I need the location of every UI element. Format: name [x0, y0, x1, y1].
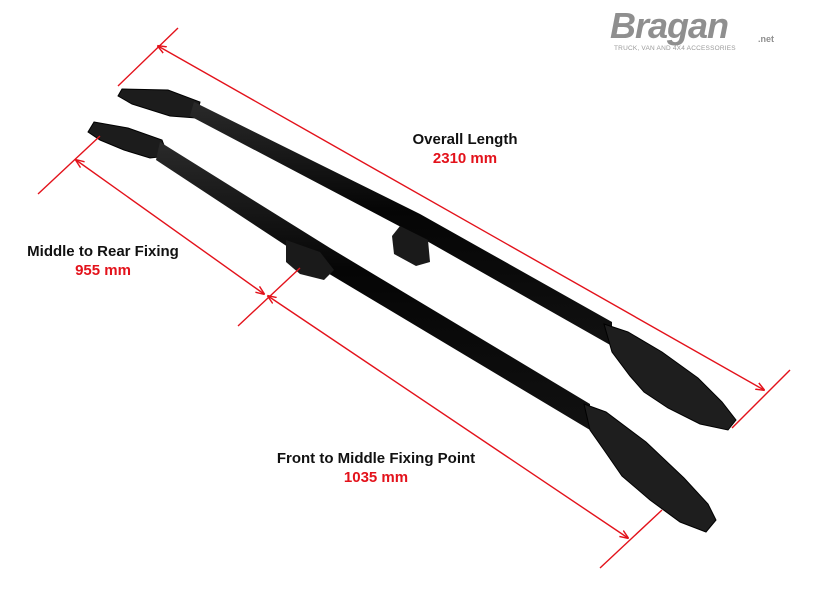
overall-extension-line-front [731, 369, 791, 429]
front-to-middle-label: Front to Middle Fixing Point 1035 mm [258, 450, 494, 488]
front-to-middle-dimension [268, 296, 663, 569]
upper-rail-front-cap [603, 323, 737, 431]
front-to-middle-value: 1035 mm [343, 468, 409, 486]
brand-suffix: .net [758, 34, 775, 44]
lower-rail-rear-cap [87, 121, 169, 159]
bragan-logo: Bragan .net TRUCK, VAN AND 4X4 ACCESSORI… [606, 8, 776, 56]
overall-length-dimension [117, 27, 791, 429]
upper-rail-rear-cap [117, 88, 201, 119]
overall-length-label: Overall Length 2310 mm [398, 131, 532, 169]
middle-to-rear-title: Middle to Rear Fixing [27, 243, 179, 260]
overall-length-title: Overall Length [412, 131, 518, 148]
front-to-middle-dimension-line [268, 296, 628, 538]
middle-to-rear-value: 955 mm [75, 261, 131, 279]
brand-tagline: TRUCK, VAN AND 4X4 ACCESSORIES [614, 45, 736, 52]
overall-extension-line-rear [117, 27, 179, 87]
middle-to-rear-dimension-line [76, 160, 264, 294]
middle-to-rear-label: Middle to Rear Fixing 955 mm [12, 243, 194, 281]
brand-wordmark: Bragan [610, 5, 729, 46]
front-fixing-extension-line [599, 509, 663, 569]
overall-length-value: 2310 mm [432, 149, 498, 167]
front-to-middle-title: Front to Middle Fixing Point [276, 450, 476, 467]
overall-dimension-line [158, 46, 764, 390]
rear-fixing-extension-line [37, 135, 101, 195]
lower-rail-front-cap [583, 403, 717, 533]
